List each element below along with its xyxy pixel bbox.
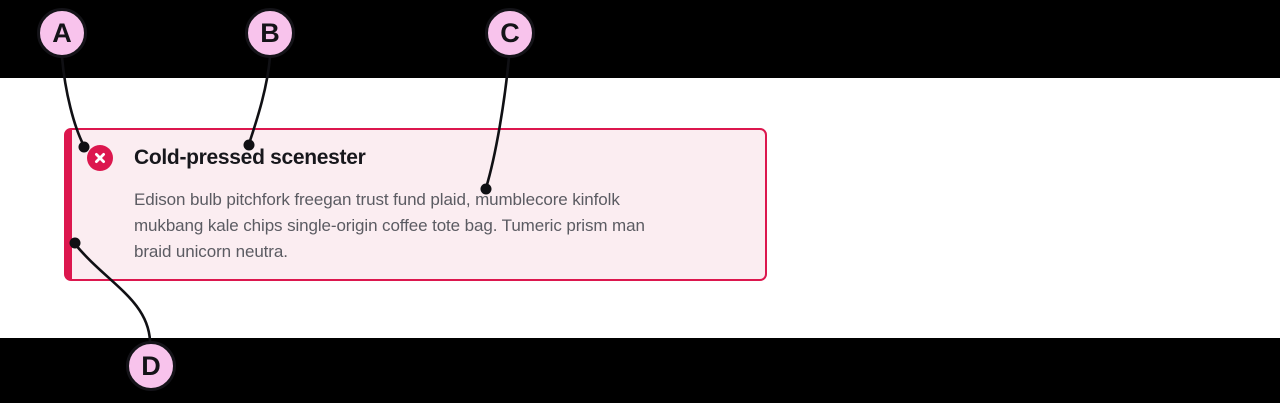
alert-text-block: Cold-pressed scenester Edison bulb pitch…: [134, 145, 645, 265]
alert-description: Edison bulb pitchfork freegan trust fund…: [134, 187, 645, 265]
annotation-marker-b-label: B: [260, 17, 280, 48]
top-black-bar: [0, 0, 1280, 78]
close-circle-icon: [87, 145, 113, 171]
annotation-marker-c-label: C: [500, 17, 520, 48]
annotation-marker-c: C: [485, 8, 535, 58]
annotation-marker-a: A: [37, 8, 87, 58]
alert-critical: Cold-pressed scenester Edison bulb pitch…: [64, 128, 767, 281]
annotation-marker-b: B: [245, 8, 295, 58]
annotation-marker-d-label: D: [141, 350, 161, 381]
alert-description-line: mukbang kale chips single-origin coffee …: [134, 216, 645, 235]
bottom-black-bar: [0, 338, 1280, 403]
close-x-glyph: [95, 153, 105, 163]
annotation-marker-d: D: [126, 341, 176, 391]
annotation-marker-a-label: A: [52, 17, 72, 48]
alert-description-line: braid unicorn neutra.: [134, 242, 288, 261]
alert-title: Cold-pressed scenester: [134, 146, 366, 169]
alert-description-line: Edison bulb pitchfork freegan trust fund…: [134, 190, 620, 209]
